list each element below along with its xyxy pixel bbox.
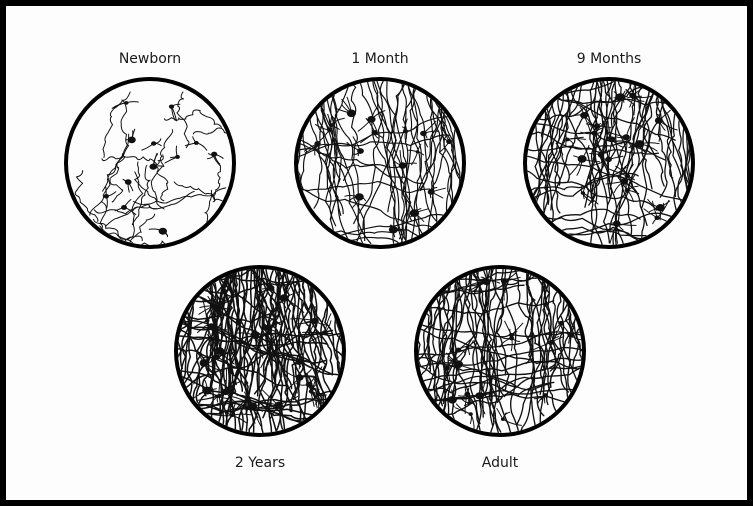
neuron-branch [633, 76, 636, 95]
neuron-fiber [430, 74, 460, 198]
neuron-fiber [171, 235, 338, 270]
neuron-fiber [441, 74, 460, 262]
neuron-fiber [103, 100, 129, 191]
stage-label-9-months: 9 Months [577, 51, 642, 67]
neuron-branch [611, 223, 617, 224]
neuron-branch [126, 102, 138, 103]
neuron-fiber [675, 74, 683, 196]
stage-circle-newborn [66, 79, 256, 281]
circle-outline [66, 79, 234, 247]
neuron-fiber [102, 153, 157, 164]
stage-circle-9-months [478, 44, 730, 269]
neuron-fiber [435, 74, 454, 226]
neuron-fiber [131, 262, 198, 434]
neuron-fiber [193, 128, 255, 142]
neuron-branch [106, 187, 107, 196]
neuron-branch [124, 200, 131, 208]
neuron-fiber [656, 74, 672, 178]
neuron-fiber [520, 231, 721, 246]
stage-circle-1-month [291, 74, 476, 275]
stage-label-2-years: 2 Years [235, 455, 285, 471]
neuron-fiber [110, 157, 125, 202]
neuron-fiber [314, 74, 323, 208]
neuron-fiber [691, 74, 712, 197]
neuron-branch [358, 119, 371, 131]
neuron-branch [361, 133, 375, 143]
neuron-fiber [75, 171, 98, 222]
diagram-frame: Newborn 1 Month 9 Months 2 Years Adult [6, 6, 747, 500]
stage-label-1-month: 1 Month [351, 51, 408, 67]
neuron-fiber [582, 262, 618, 421]
stage-circle-2-years [131, 235, 366, 470]
stage-label-newborn: Newborn [119, 51, 181, 67]
neuron-fiber [378, 262, 420, 429]
neuron-branch [153, 166, 164, 167]
neuron-branch [142, 144, 154, 151]
neuron-branch [512, 323, 523, 335]
neuron-branch [418, 152, 424, 155]
neuron-fiber [208, 154, 220, 202]
neuron-branch [566, 140, 568, 146]
neuron-branch [106, 192, 116, 197]
stage-label-adult: Adult [482, 455, 518, 471]
neuron-development-diagram [6, 6, 747, 500]
neuron-fiber [164, 110, 221, 127]
stage-circle-adult [378, 260, 627, 461]
neuron-fiber [478, 74, 527, 201]
